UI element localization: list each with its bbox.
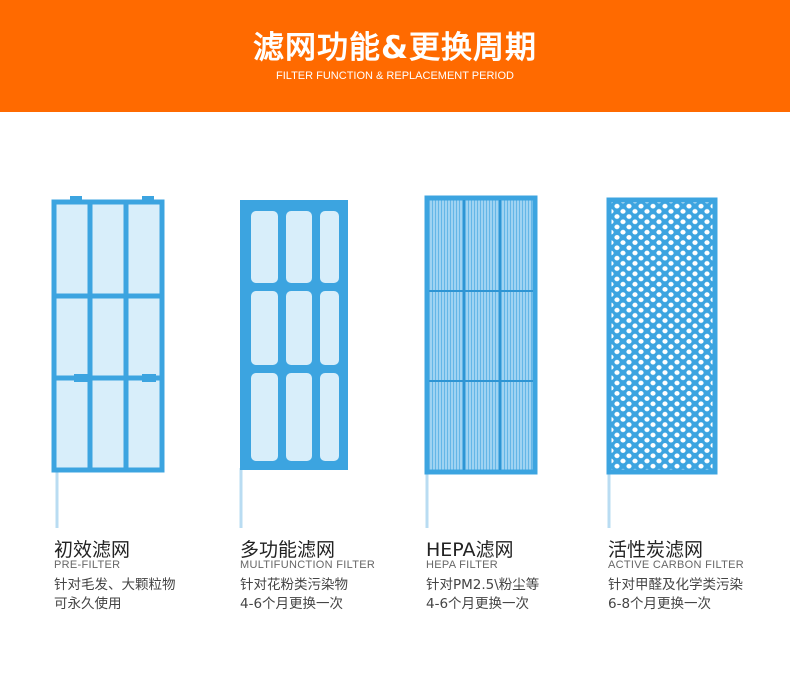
filter-desc-line: 4-6个月更换一次	[426, 596, 530, 612]
filter-desc-line: 6-8个月更换一次	[608, 596, 712, 612]
filter-desc-line: 可永久使用	[54, 596, 122, 612]
filter-card-carbon: 活性炭滤网 ACTIVE CARBON FILTER 针对甲醛及化学类污染 6-…	[596, 188, 746, 612]
page-subtitle: FILTER FUNCTION & REPLACEMENT PERIOD	[276, 70, 514, 82]
pre-filter-grid-icon	[51, 196, 165, 528]
filter-english-name: MULTIFUNCTION FILTER	[240, 559, 376, 571]
filter-description: 针对甲醛及化学类污染 6-8个月更换一次	[608, 576, 743, 614]
filter-name: 初效滤网	[54, 539, 131, 561]
filter-card-multifunction: 多功能滤网 MULTIFUNCTION FILTER 针对花粉类污染物 4-6个…	[228, 188, 378, 612]
filter-desc-line: 针对花粉类污染物	[240, 577, 348, 593]
filter-name: 多功能滤网	[240, 539, 336, 561]
filter-desc-line: 针对甲醛及化学类污染	[608, 577, 743, 593]
filter-description: 针对毛发、大颗粒物 可永久使用	[54, 576, 176, 614]
filter-card-pre: 初效滤网 PRE-FILTER 针对毛发、大颗粒物 可永久使用	[42, 188, 192, 612]
filter-desc-line: 针对毛发、大颗粒物	[54, 577, 176, 593]
filter-card-hepa: HEPA滤网 HEPA FILTER 针对PM2.5\粉尘等 4-6个月更换一次	[414, 188, 564, 612]
filter-english-name: PRE-FILTER	[54, 559, 121, 571]
filter-description: 针对PM2.5\粉尘等 4-6个月更换一次	[426, 576, 539, 614]
multifunction-filter-grid-icon	[239, 200, 348, 528]
filter-desc-line: 4-6个月更换一次	[240, 596, 344, 612]
header-banner: 滤网功能&更换周期 FILTER FUNCTION & REPLACEMENT …	[0, 0, 790, 112]
filter-name: 活性炭滤网	[608, 539, 704, 561]
page-title: 滤网功能&更换周期	[252, 30, 538, 66]
filter-description: 针对花粉类污染物 4-6个月更换一次	[240, 576, 348, 614]
filter-name: HEPA滤网	[426, 539, 514, 561]
filter-desc-line: 针对PM2.5\粉尘等	[426, 577, 540, 593]
filter-english-name: ACTIVE CARBON FILTER	[608, 559, 744, 571]
carbon-filter-honeycomb-icon	[606, 197, 718, 528]
filter-english-name: HEPA FILTER	[426, 559, 498, 571]
hepa-filter-pleated-icon	[424, 195, 538, 528]
